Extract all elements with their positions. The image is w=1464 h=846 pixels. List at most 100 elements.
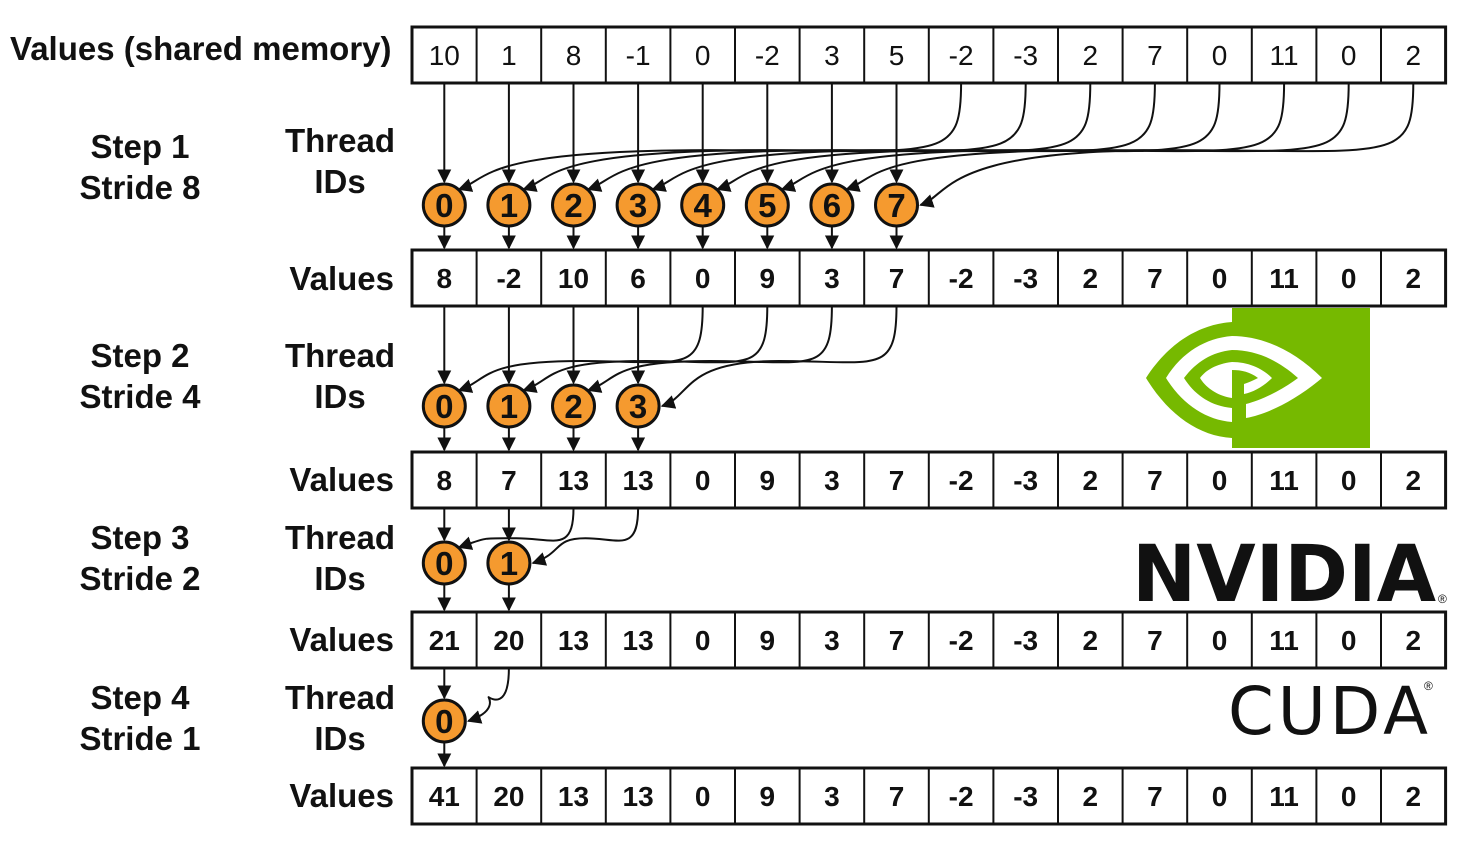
array-cell-value: 3 (824, 263, 840, 294)
thread-id-label: 5 (758, 187, 776, 224)
array-cell-value: -2 (949, 781, 974, 812)
ids-label: IDs (314, 560, 365, 597)
array-cell-value: 9 (760, 465, 776, 496)
thread-circle (744, 182, 790, 228)
array-cell-value: 11 (1269, 465, 1299, 496)
thread-id-label: 2 (564, 388, 582, 425)
reduction-arrows (437, 82, 1415, 768)
array-cell-value: 8 (437, 263, 453, 294)
thread-id-2: 2 (551, 182, 596, 228)
thread-circle (680, 182, 726, 228)
thread-circle (551, 182, 596, 228)
array-cell-value: -2 (755, 40, 780, 71)
array-cell-value: 2 (1406, 625, 1422, 656)
cuda-wordmark: CUDA (1228, 673, 1432, 750)
array-cell-value: 7 (1147, 781, 1163, 812)
array-cell-value: 0 (695, 625, 711, 656)
values-label: Values (289, 621, 394, 658)
thread-id-label: 2 (564, 187, 582, 224)
array-cell-value: 13 (623, 781, 654, 812)
array-cell-value: 0 (1341, 465, 1357, 496)
array-cell-value: 13 (623, 625, 654, 656)
stride-label: Stride 2 (79, 560, 200, 597)
stride-arrow (660, 305, 898, 409)
thread-label: Thread (285, 122, 395, 159)
stride-arrow (586, 305, 833, 393)
cuda-registered-mark: ® (1424, 679, 1433, 693)
array-cell-value: 7 (889, 781, 905, 812)
stride-label: Stride 4 (79, 378, 201, 415)
array-cell-value: -2 (949, 465, 974, 496)
array-cell-value: 2 (1083, 625, 1099, 656)
array-cell-value: 0 (1212, 465, 1228, 496)
array-cell-value: -2 (949, 40, 974, 71)
stride-arrow (651, 82, 1156, 192)
thread-circle (486, 540, 532, 586)
stride-arrow (522, 82, 1027, 192)
stride-arrow (531, 507, 640, 566)
step-label: Step 4 (90, 679, 190, 716)
array-cell-value: 11 (1270, 40, 1299, 71)
stride-arrow (780, 82, 1286, 192)
step-4-labels: Step 4 Stride 1 Thread IDs Values (79, 679, 395, 814)
thread-circle (551, 383, 596, 429)
values-label: Values (289, 777, 394, 814)
array-cell-value: 2 (1083, 263, 1099, 294)
array-cell-value: -2 (496, 263, 521, 294)
array-cell-value: 2 (1406, 263, 1422, 294)
step-label: Step 2 (90, 337, 189, 374)
array-cell-value: 2 (1083, 40, 1099, 71)
array-cell-value: 5 (889, 40, 905, 71)
thread-circle (486, 383, 532, 429)
thread-circle (615, 383, 661, 429)
array-cell-value: 0 (1212, 40, 1228, 71)
stride-arrow (457, 507, 575, 550)
stride-arrow (716, 82, 1221, 192)
array-cell-value: 9 (760, 625, 776, 656)
array-cell-value: 13 (558, 625, 589, 656)
step-1-labels: Step 1 Stride 8 Thread IDs Values (79, 122, 395, 297)
array-cell-value: 0 (1212, 625, 1228, 656)
array-cell-value: -2 (949, 263, 974, 294)
array-cell-value: 0 (1341, 625, 1357, 656)
array-cell-value: -3 (1013, 625, 1038, 656)
thread-id-2: 2 (551, 383, 596, 429)
array-cell-value: 0 (695, 781, 711, 812)
array-cell-value: 7 (889, 465, 905, 496)
ids-label: IDs (314, 163, 365, 200)
array-cell-value: 20 (493, 625, 524, 656)
array-cell-value: 9 (760, 263, 776, 294)
stride-label: Stride 1 (79, 720, 200, 757)
thread-id-label: 1 (500, 388, 518, 425)
stride-arrow (919, 82, 1415, 208)
array-cell-value: -2 (949, 625, 974, 656)
thread-circle (809, 182, 855, 228)
step-3-labels: Step 3 Stride 2 Thread IDs Values (79, 519, 395, 658)
ids-label: IDs (314, 720, 365, 757)
thread-id-label: 0 (435, 187, 453, 224)
array-cell-value: -3 (1013, 781, 1038, 812)
array-cell-value: 7 (889, 625, 905, 656)
array-cell-value: 0 (1341, 40, 1357, 71)
array-cell-value: 0 (1212, 263, 1228, 294)
thread-id-label: 1 (500, 187, 518, 224)
nvidia-eye-logo (1146, 308, 1370, 448)
thread-label: Thread (285, 679, 395, 716)
step-label: Step 1 (90, 128, 189, 165)
array-cell-value: 2 (1083, 781, 1099, 812)
array-cell-value: 7 (501, 465, 517, 496)
array-cell-value: 3 (824, 465, 840, 496)
array-cell-value: 0 (695, 40, 711, 71)
values-label: Values (289, 461, 394, 498)
nvidia-eye-swirl (1146, 322, 1232, 438)
nvidia-registered-mark: ® (1438, 592, 1447, 606)
thread-id-1: 1 (486, 540, 532, 586)
thread-circle (421, 540, 467, 586)
array-cell-value: 7 (1147, 263, 1163, 294)
thread-id-label: 0 (435, 703, 453, 740)
stride-arrow (586, 82, 1092, 192)
